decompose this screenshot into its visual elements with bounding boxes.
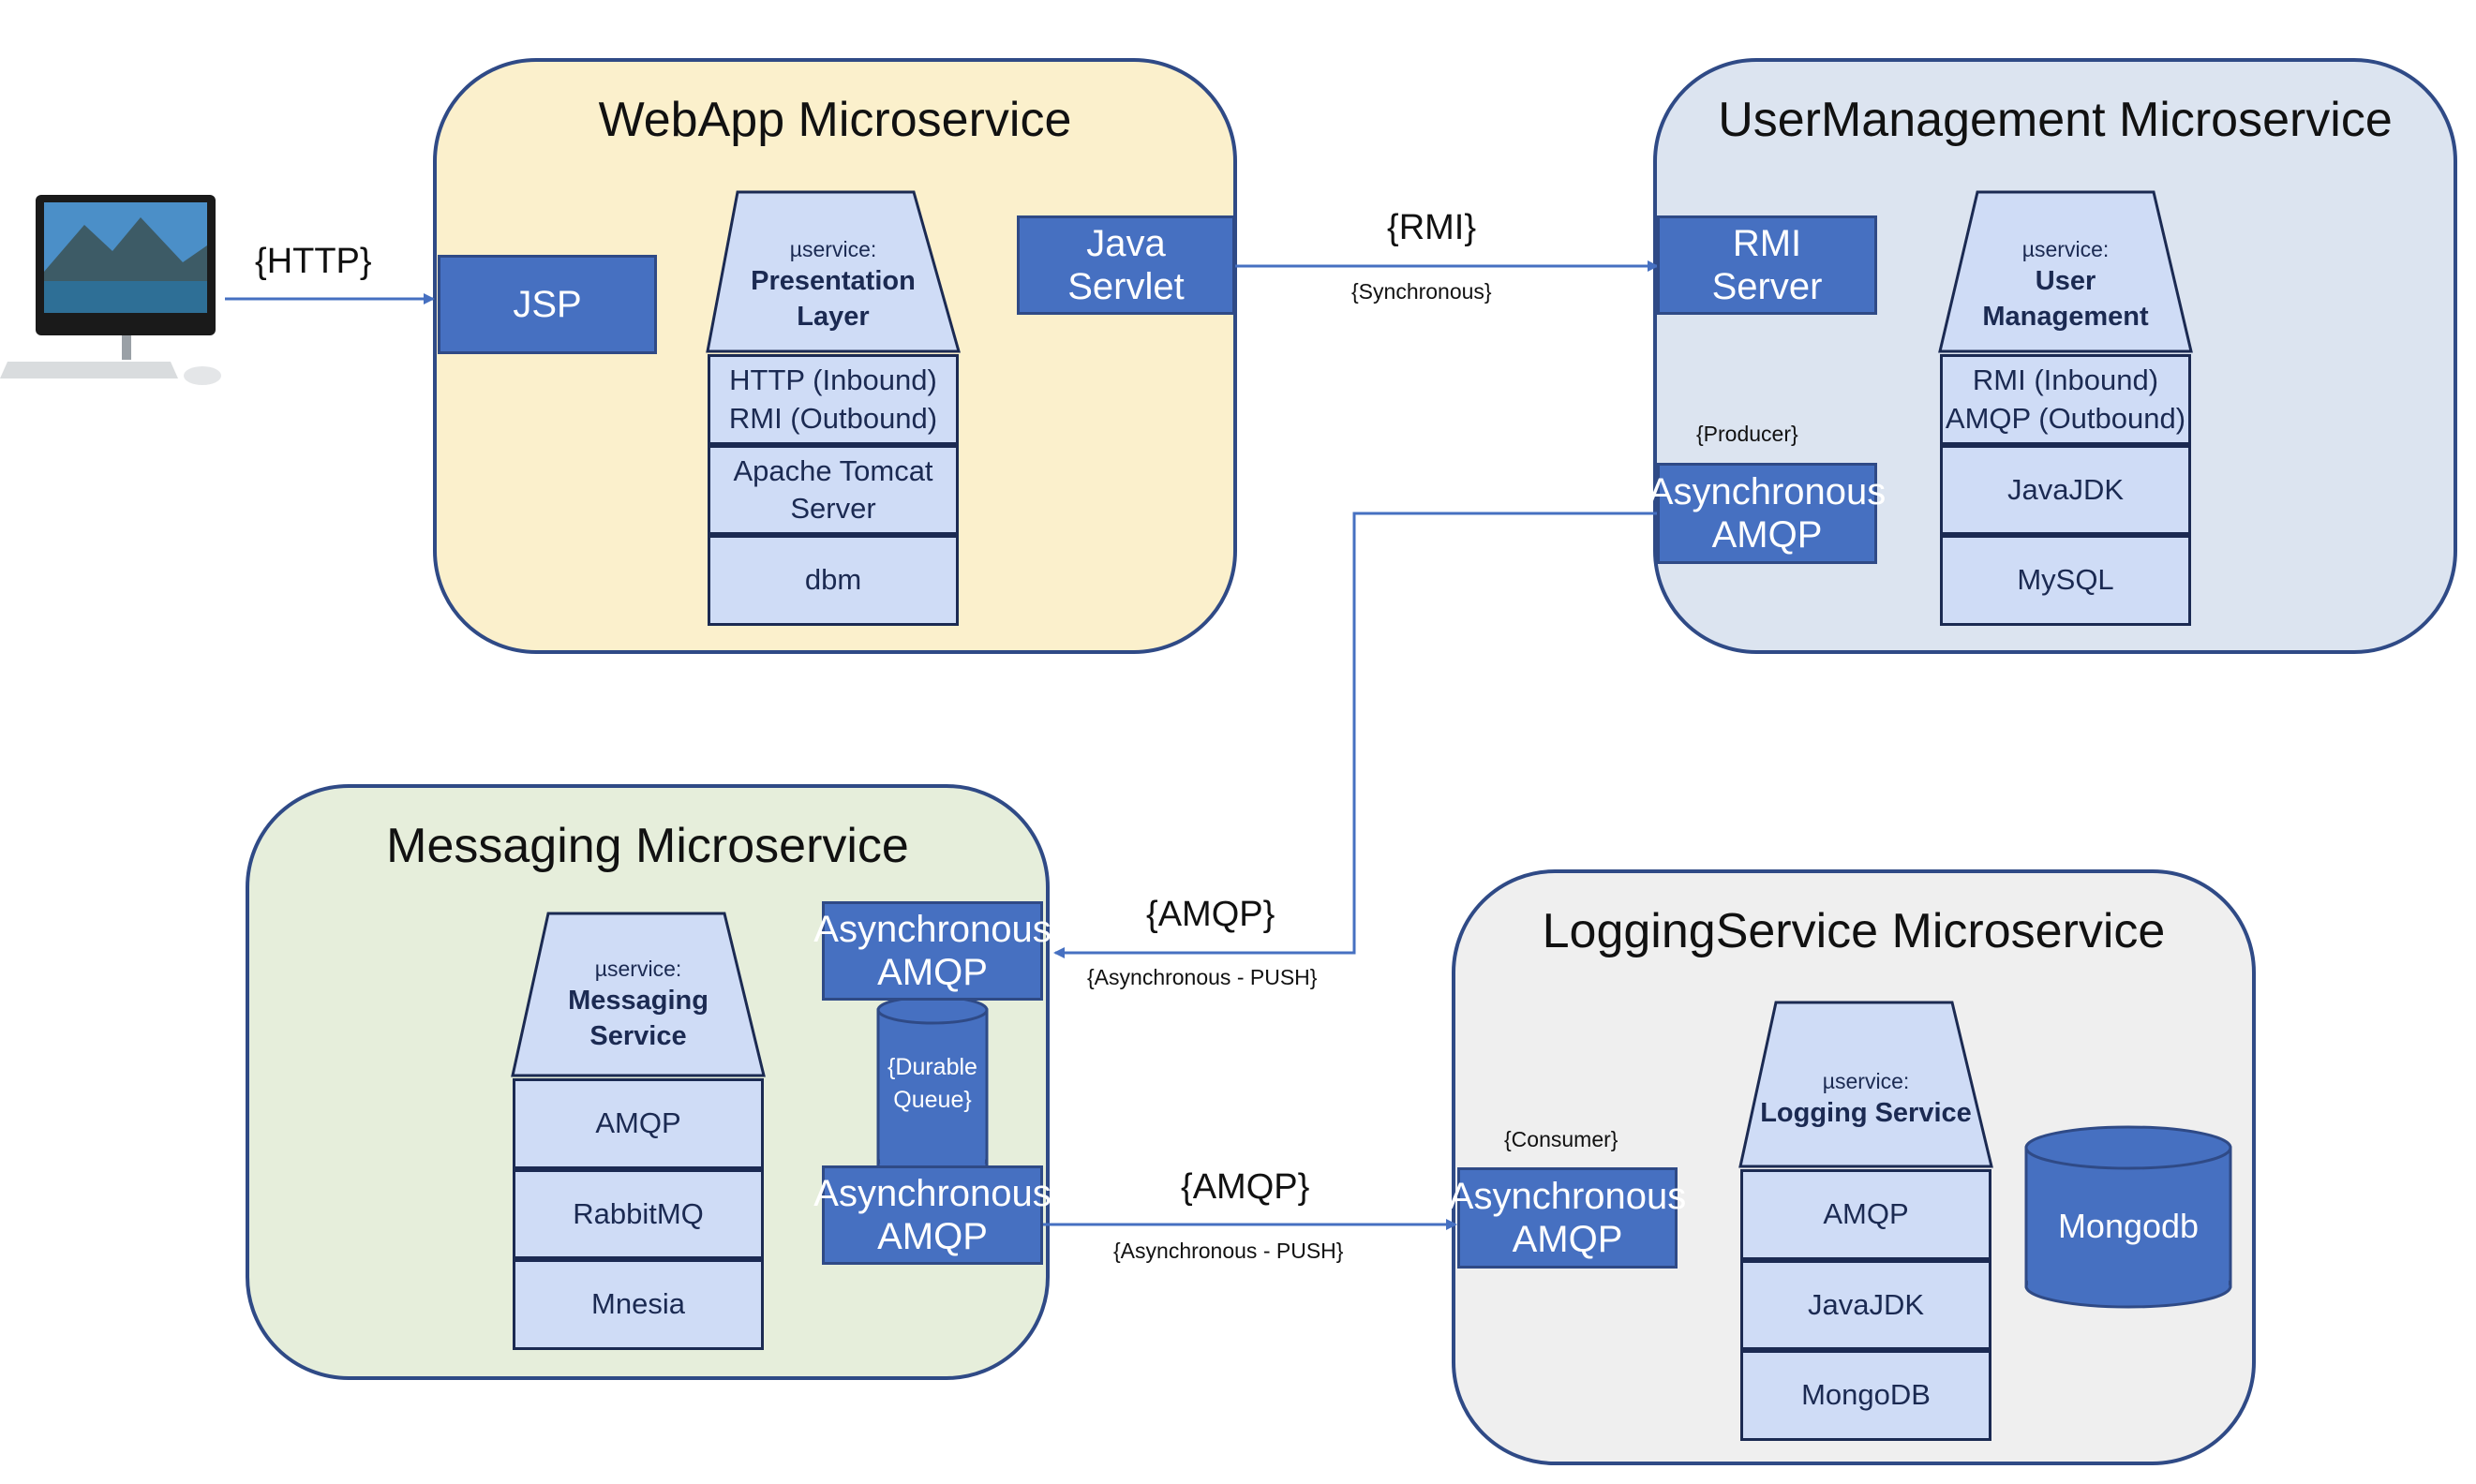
- producer-label: {Producer}: [1696, 422, 1798, 446]
- messaging-title: Messaging Microservice: [386, 819, 909, 873]
- webapp-service-label: µservice: Presentation Layer: [751, 237, 916, 332]
- mongodb-label: Mongodb: [2057, 1207, 2200, 1245]
- amqp-push-sub-label-1: {Asynchronous - PUSH}: [1087, 965, 1318, 989]
- desktop-computer-icon: [0, 195, 221, 385]
- logging-layer-jdk: JavaJDK: [1740, 1260, 1991, 1350]
- servlet-line-1: Java: [1086, 223, 1166, 264]
- user-layer-jdk: JavaJDK: [1940, 445, 2191, 535]
- user-service-label: µservice: User Management: [1982, 237, 2149, 332]
- logging-layer-mongodb: MongoDB: [1740, 1350, 1991, 1441]
- messaging-layer-mnesia: Mnesia: [513, 1259, 764, 1350]
- amqp-push-label-1: {AMQP}: [1146, 895, 1275, 934]
- messaging-layer-amqp: AMQP: [513, 1078, 764, 1169]
- webapp-service-header: [706, 190, 961, 353]
- rmi-sub-label: {Synchronous}: [1351, 279, 1492, 304]
- messaging-service-label: µservice: Messaging Service: [568, 957, 708, 1051]
- webapp-layer-protocols: HTTP (Inbound)RMI (Outbound): [708, 354, 959, 445]
- durable-queue-cylinder: [876, 995, 989, 1180]
- user-service-header: [1938, 190, 2193, 353]
- servlet-line-2: Servlet: [1067, 266, 1185, 307]
- logging-service-header: [1738, 1001, 1993, 1168]
- usermanagement-title: UserManagement Microservice: [1718, 93, 2393, 147]
- webapp-layer-db: dbm: [708, 535, 959, 626]
- java-servlet-component: Java Servlet: [1017, 215, 1235, 315]
- amqp-producer-edge: [1053, 512, 1657, 958]
- http-label: {HTTP}: [255, 242, 372, 281]
- user-layer-db: MySQL: [1940, 535, 2191, 626]
- messaging-layer-rabbitmq: RabbitMQ: [513, 1169, 764, 1259]
- user-layer-protocols: RMI (Inbound)AMQP (Outbound): [1940, 354, 2191, 445]
- logging-service-label: µservice: Logging Service: [1760, 1069, 1972, 1128]
- jsp-component: JSP: [438, 255, 657, 354]
- consumer-label: {Consumer}: [1504, 1127, 1618, 1151]
- mongodb-cylinder: [2024, 1125, 2232, 1309]
- rmi-label: {RMI}: [1387, 208, 1477, 247]
- amqp-push-label-2: {AMQP}: [1181, 1167, 1310, 1207]
- amqp-push-sub-label-2: {Asynchronous - PUSH}: [1113, 1239, 1344, 1263]
- logging-layer-amqp: AMQP: [1740, 1169, 1991, 1260]
- loggingservice-title: LoggingService Microservice: [1542, 904, 2166, 958]
- webapp-title: WebApp Microservice: [598, 93, 1072, 147]
- messaging-service-header: [511, 912, 766, 1077]
